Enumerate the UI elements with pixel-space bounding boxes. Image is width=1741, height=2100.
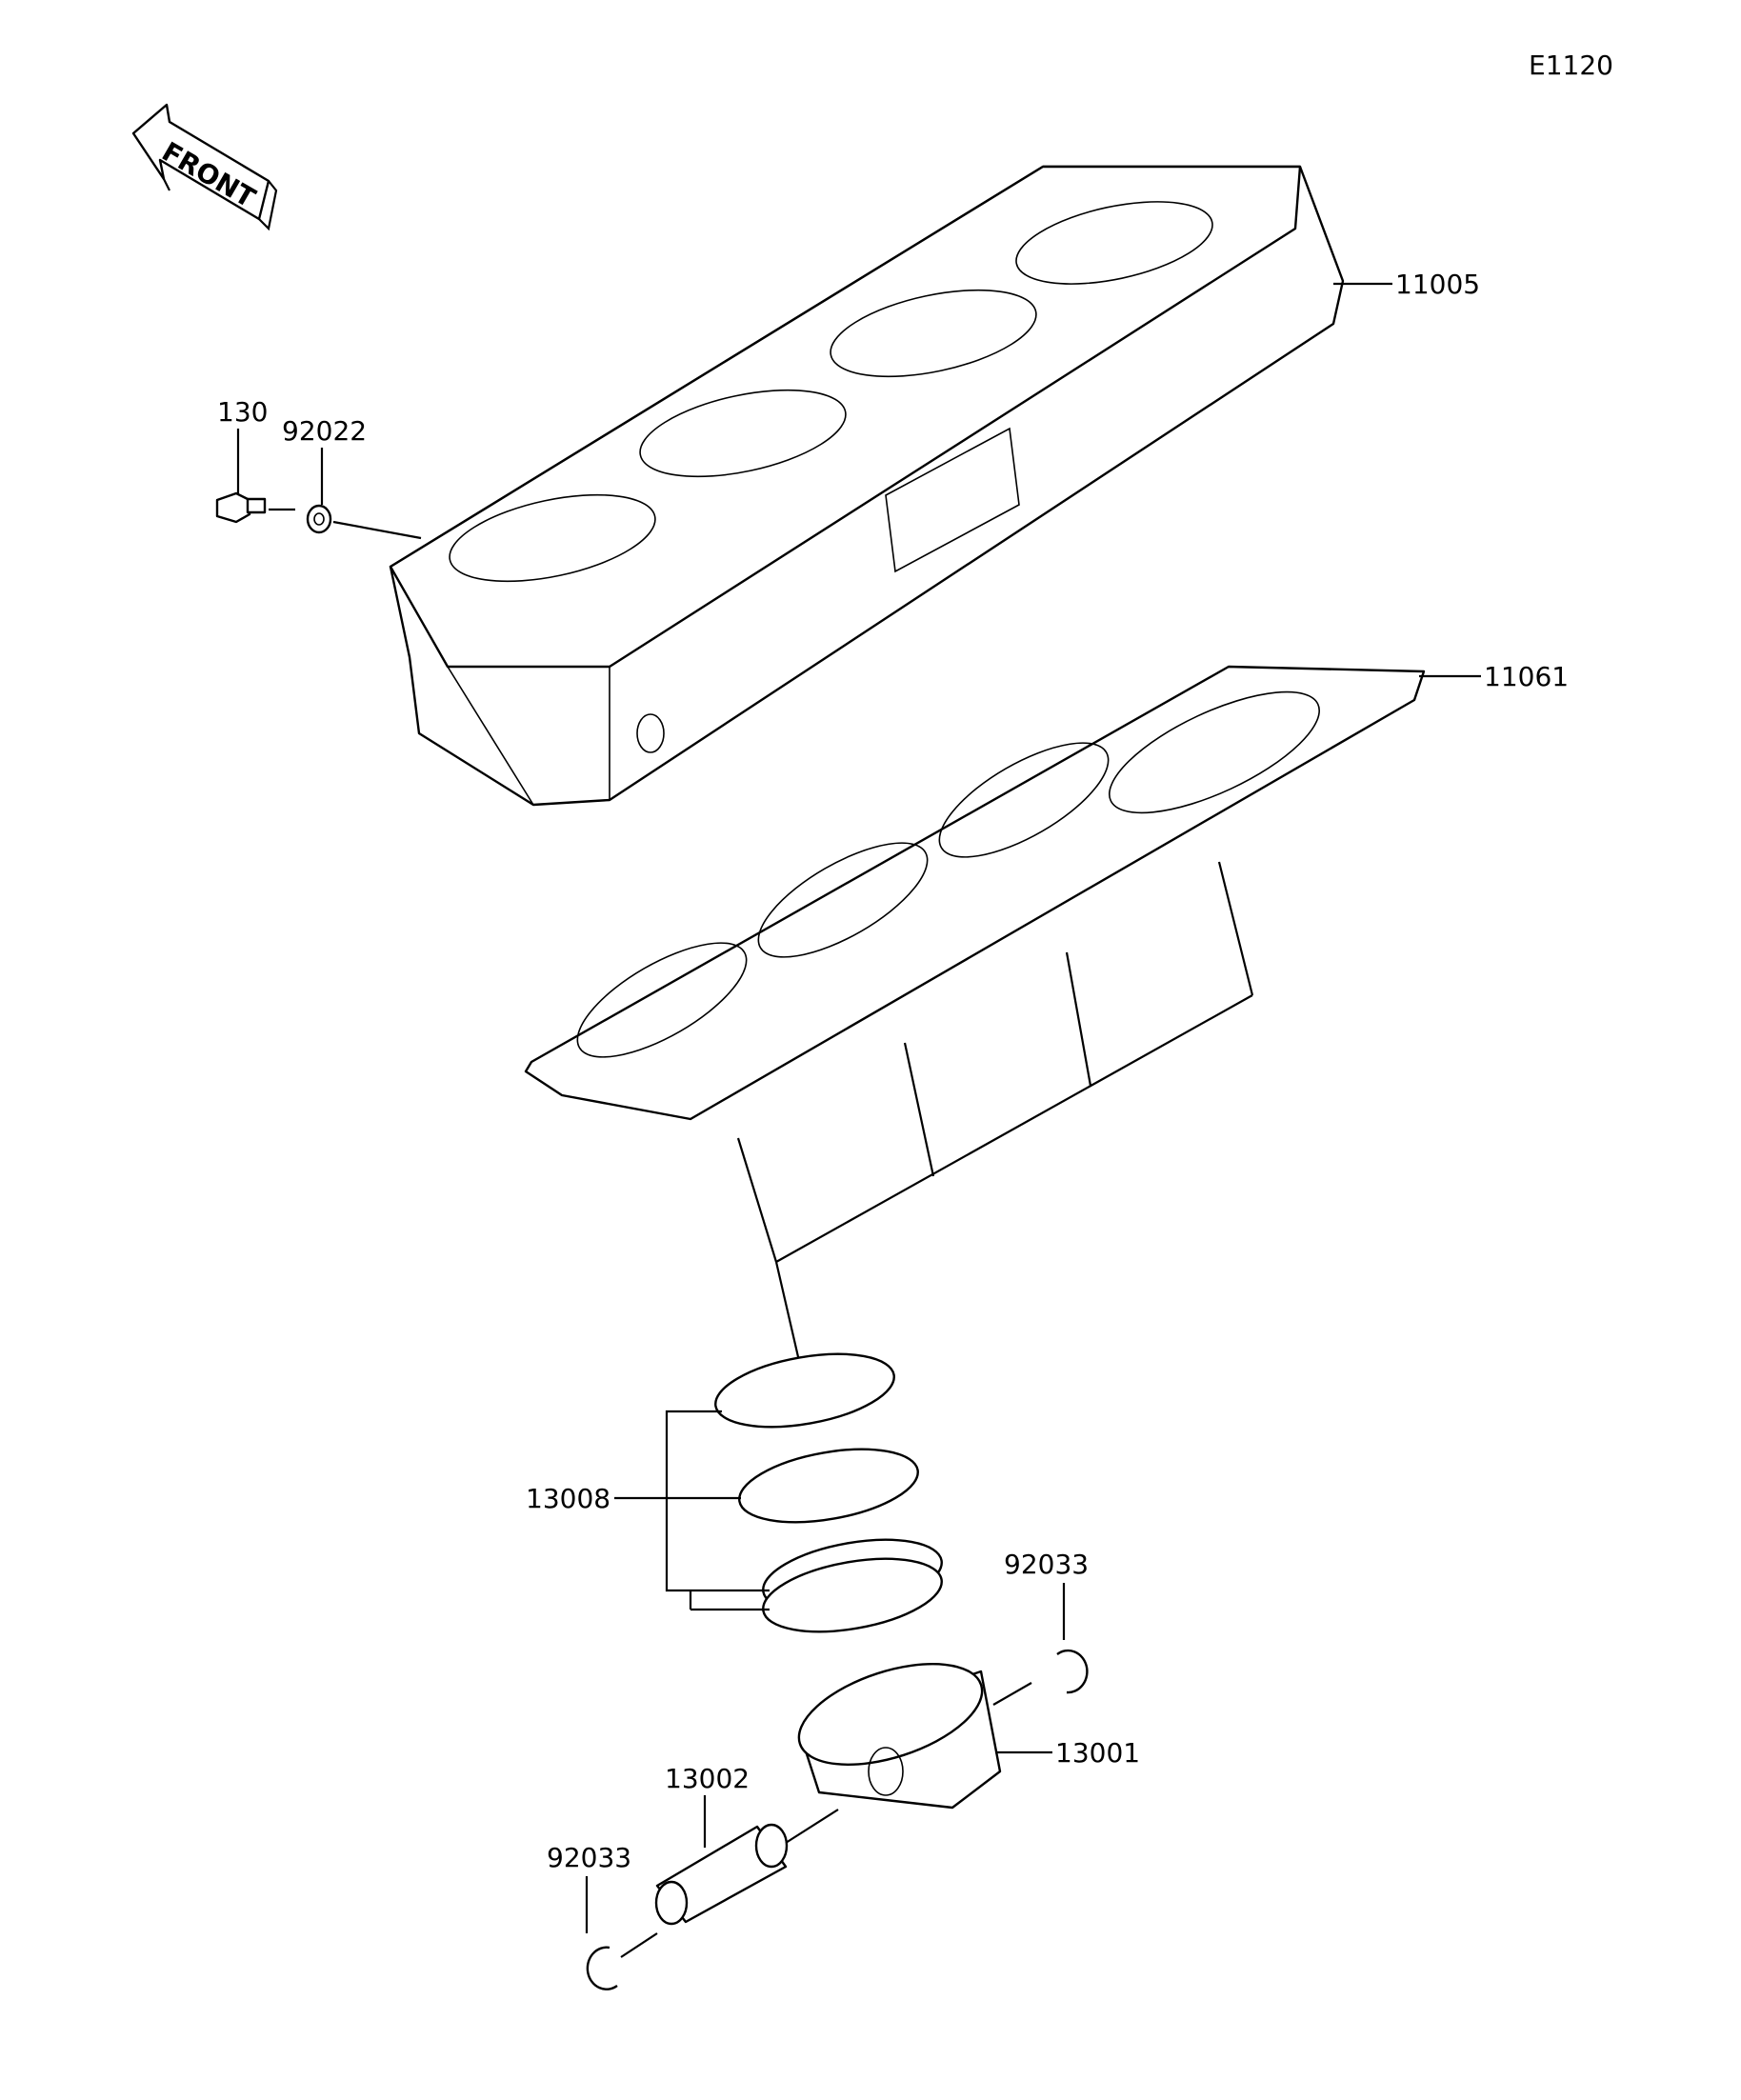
ring-leader — [614, 1410, 770, 1611]
label-snap-ring-left: 92033 — [547, 1842, 631, 1873]
label-washer: 92022 — [282, 415, 367, 447]
snap-ring-right — [1056, 1649, 1089, 1694]
label-ring-set: 13008 — [526, 1483, 610, 1514]
label-snap-ring-right: 92033 — [1004, 1549, 1089, 1580]
piston-pin — [654, 1823, 789, 1926]
label-piston-pin: 13002 — [665, 1763, 750, 1794]
label-gasket: 11061 — [1484, 661, 1569, 692]
cylinder-gasket — [524, 665, 1426, 1121]
washer-part — [306, 504, 422, 540]
piston — [797, 1663, 1002, 1810]
label-cylinder: 11005 — [1395, 269, 1480, 300]
cylinder-block — [389, 165, 1345, 807]
diagram-code: E1120 — [1529, 50, 1613, 81]
front-arrow-icon: FRONT — [131, 103, 278, 231]
piston-rings — [714, 1352, 943, 1633]
bolt-part — [215, 491, 295, 524]
snap-ring-left — [586, 1946, 618, 1990]
alignment-lines — [736, 861, 1254, 1387]
label-piston: 13001 — [1055, 1737, 1140, 1769]
label-bolt: 130 — [217, 396, 268, 428]
